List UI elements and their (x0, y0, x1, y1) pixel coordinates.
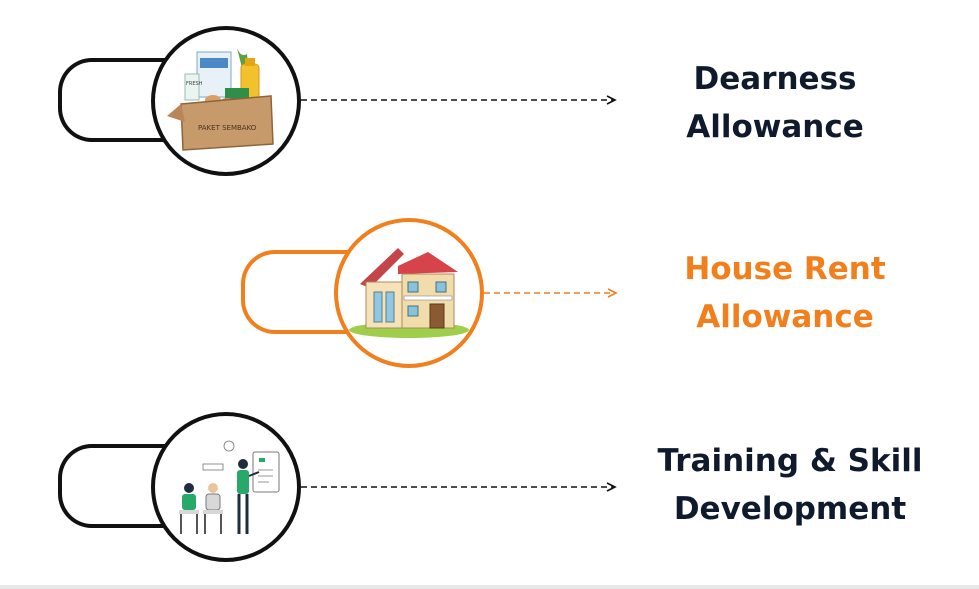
item-house-rent-allowance: House Rent Allowance (241, 218, 886, 368)
box-label: PAKET SEMBAKO (198, 124, 257, 132)
dashed-arrow (484, 288, 618, 298)
item-dearness-allowance: FRESH PAKET SEMBAKO Dearness Allowance (0, 0, 979, 190)
item-label: Training & Skill Development (657, 443, 923, 527)
dashed-arrow (301, 95, 617, 105)
item-label: Dearness Allowance (686, 61, 864, 145)
box-small-label: FRESH (186, 81, 203, 87)
house-icon (334, 218, 484, 368)
training-presentation-icon (151, 412, 301, 562)
item-label: House Rent Allowance (684, 251, 886, 335)
grocery-box-icon: FRESH PAKET SEMBAKO (151, 26, 301, 176)
dashed-arrow (301, 482, 617, 492)
footer-divider (0, 585, 979, 589)
